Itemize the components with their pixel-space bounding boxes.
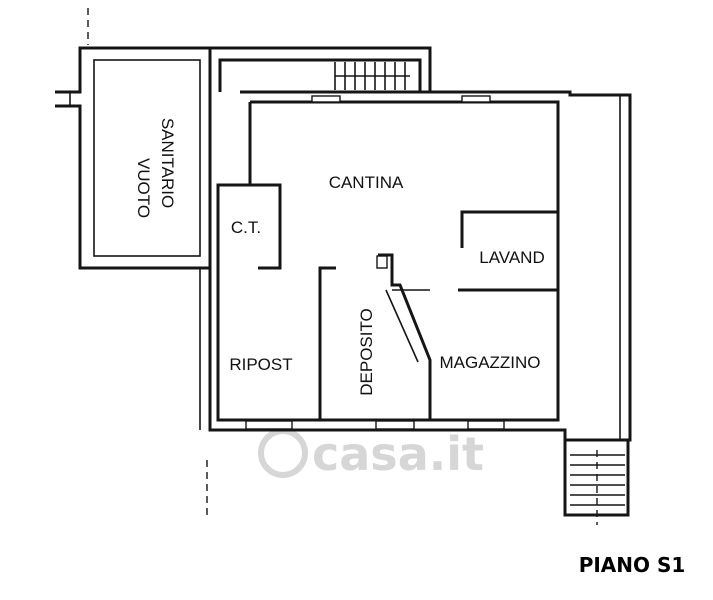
- deposito-walls: [318, 253, 432, 420]
- main-walls: [199, 90, 632, 442]
- deposito-column: [376, 255, 388, 269]
- deposito-left-wall: [318, 266, 336, 420]
- watermark: casa.it: [258, 427, 484, 481]
- window-bottom-left: [245, 420, 293, 430]
- upper-wall: [210, 46, 432, 92]
- window-top-right: [461, 95, 491, 103]
- room-label-ct: C.T.: [231, 218, 261, 237]
- main-outer-wall: [208, 90, 632, 442]
- window-bottom-right: [467, 420, 505, 430]
- room-label-deposito: DEPOSITO: [357, 308, 376, 396]
- upper-outer-wall: [210, 46, 432, 92]
- room-label-vuoto-2: SANITARIO: [158, 118, 177, 208]
- watermark-text: casa.it: [312, 427, 484, 481]
- floor-title: PIANO S1: [579, 553, 686, 577]
- room-label-magazzino: MAGAZZINO: [439, 353, 540, 372]
- room-label-ripost: RIPOST: [229, 355, 292, 374]
- vuoto-outer-wall: [55, 46, 212, 270]
- lavand-walls: [392, 210, 558, 292]
- deposito-right-wall: [378, 253, 432, 420]
- room-label-vuoto-1: VUOTO: [134, 158, 153, 218]
- watermark-logo-icon: [258, 428, 308, 478]
- upper-inner-wall: [218, 58, 422, 92]
- lavand-top-wall: [460, 210, 558, 248]
- room-label-lavand: LAVAND: [479, 248, 545, 267]
- top-stairs-icon: [334, 62, 410, 90]
- vuoto-inner-wall: [93, 59, 201, 257]
- window-top-left: [311, 95, 341, 103]
- window-bottom-middle: [375, 420, 415, 430]
- vuoto-sanitario-block: [55, 46, 212, 270]
- deposito-inner-line: [385, 289, 419, 363]
- ct-room-wall: [218, 183, 282, 270]
- bottom-stairs-icon: [563, 440, 630, 525]
- room-label-cantina: CANTINA: [329, 173, 404, 192]
